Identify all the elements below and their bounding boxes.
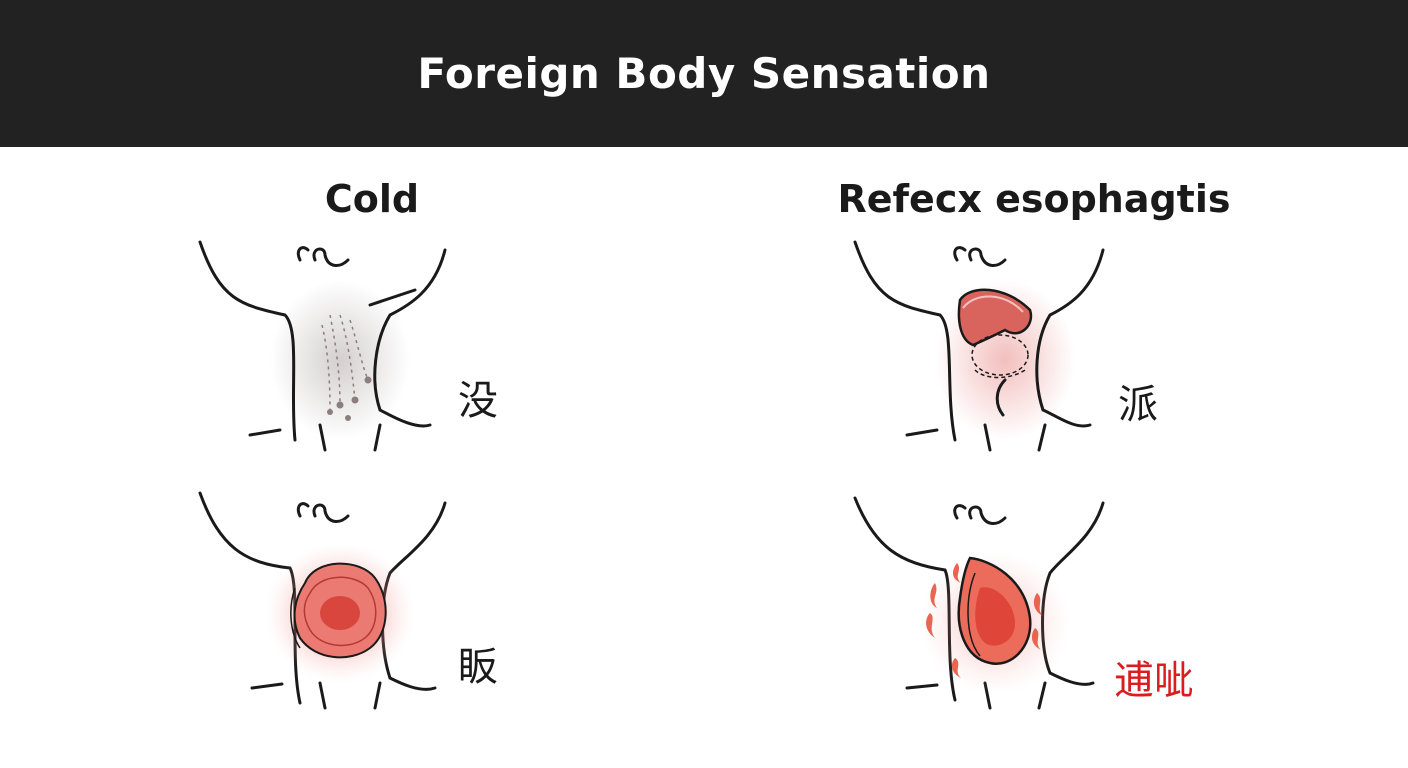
column-title-reflux: Refecx esophagtis (834, 177, 1234, 227)
header-bar: Foreign Body Sensation (0, 0, 1408, 147)
glyph-bottom-right: 逋呲 (1114, 648, 1194, 706)
glyph-top-left: 没 (458, 368, 498, 426)
glyph-bottom-left: 眅 (458, 634, 498, 692)
glyph-top-right: 派 (1118, 372, 1158, 430)
column-title-cold: Cold (222, 177, 522, 227)
page-title: Foreign Body Sensation (417, 49, 990, 98)
